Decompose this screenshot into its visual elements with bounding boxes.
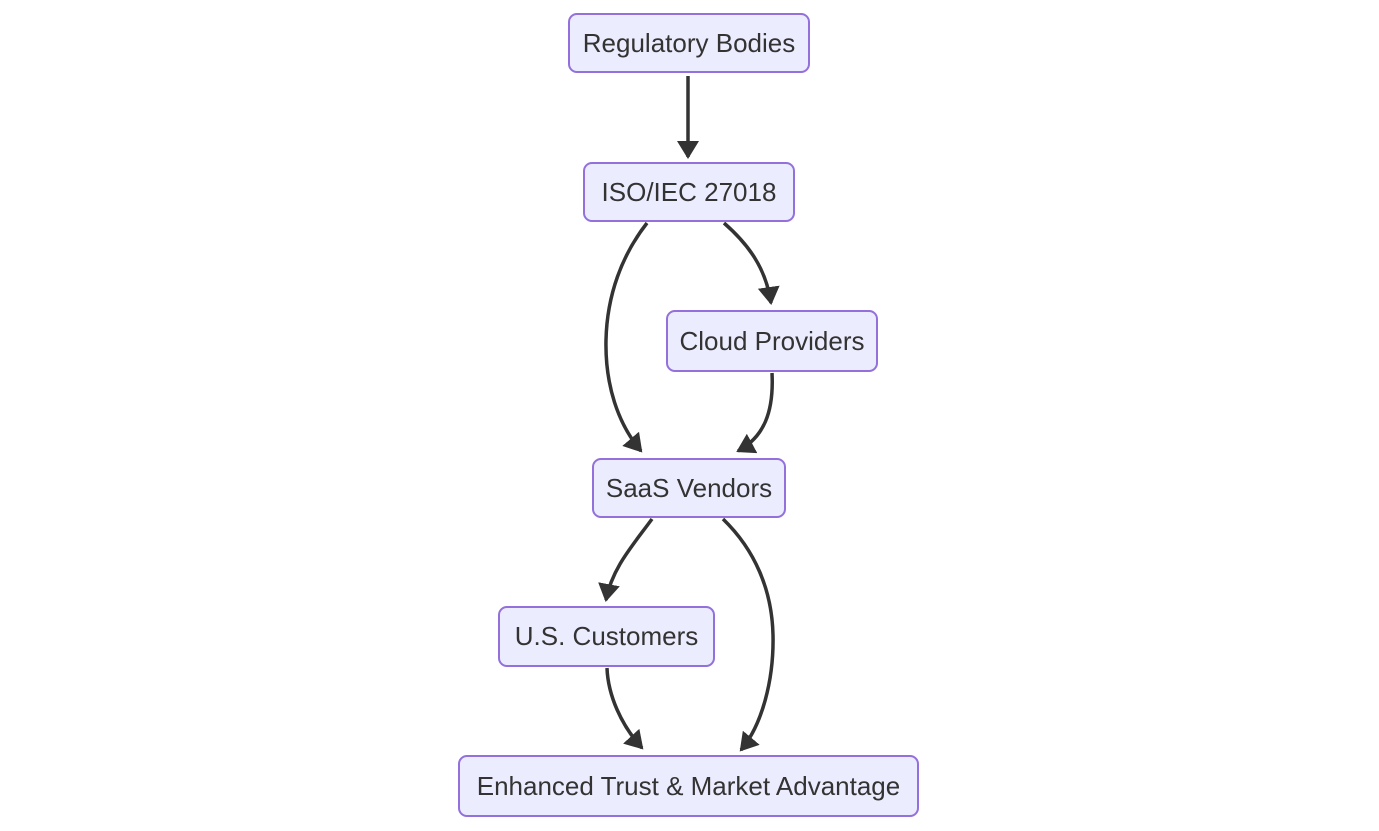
node-cloud-providers: Cloud Providers (666, 310, 878, 372)
edge-iso-iec-27018-to-saas-vendors (604, 221, 649, 453)
node-regulatory-bodies-label: Regulatory Bodies (582, 27, 796, 58)
node-saas-vendors-label: SaaS Vendors (605, 472, 773, 503)
edge-saas-vendors-to-enhanced-trust (721, 517, 775, 752)
node-iso-iec-27018-label: ISO/IEC 27018 (601, 176, 777, 207)
node-enhanced-trust-label: Enhanced Trust & Market Advantage (476, 770, 901, 801)
node-us-customers: U.S. Customers (498, 606, 715, 667)
node-cloud-providers-label: Cloud Providers (679, 325, 865, 356)
node-us-customers-label: U.S. Customers (514, 621, 699, 651)
edge-us-customers-to-enhanced-trust (605, 667, 644, 750)
node-iso-iec-27018: ISO/IEC 27018 (583, 162, 795, 222)
edge-saas-vendors-to-us-customers (598, 517, 654, 602)
node-regulatory-bodies: Regulatory Bodies (568, 13, 810, 73)
node-saas-vendors: SaaS Vendors (592, 458, 786, 518)
edge-cloud-providers-to-saas-vendors (736, 372, 774, 454)
node-enhanced-trust: Enhanced Trust & Market Advantage (458, 755, 919, 817)
edge-iso-iec-27018-to-cloud-providers (722, 221, 780, 305)
